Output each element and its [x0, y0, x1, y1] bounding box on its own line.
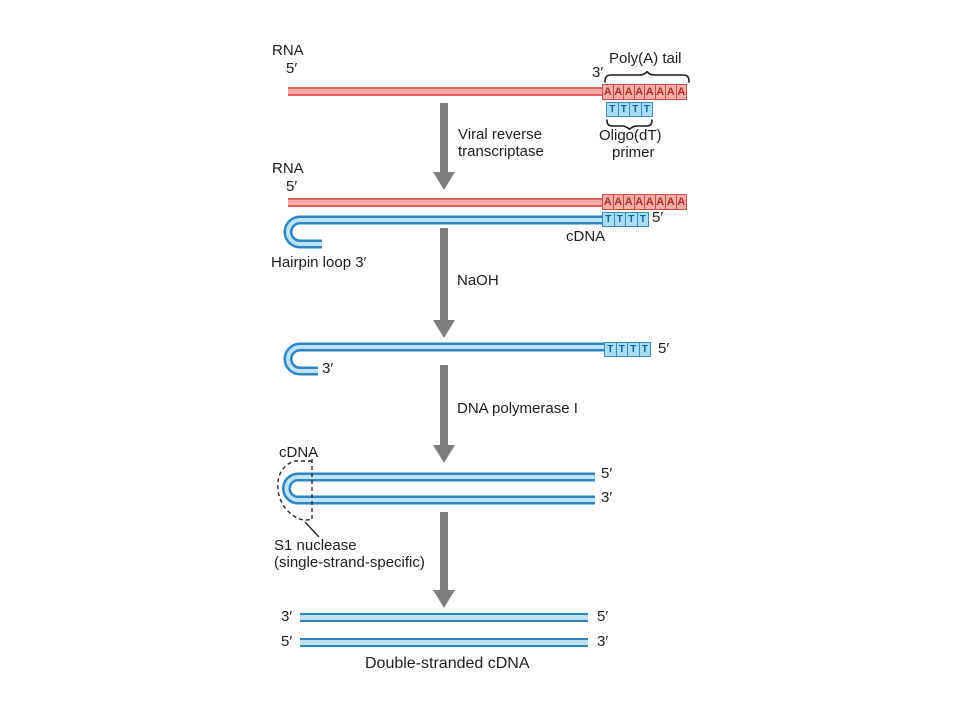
a-base-box: A	[675, 84, 687, 100]
naoh-label: NaOH	[457, 272, 499, 289]
cdna-3prime-3: 3′	[322, 360, 334, 377]
polya-tail-label: Poly(A) tail	[609, 50, 682, 67]
arrow-s1-nuclease	[433, 512, 455, 608]
ds-cdna-top-strand	[300, 613, 588, 622]
ds-top-3prime: 3′	[281, 608, 293, 625]
oligo-brace	[606, 119, 653, 131]
s1-nuclease-label: S1 nuclease (single-strand-specific)	[274, 537, 425, 571]
arrow-dna-polymerase	[433, 365, 455, 463]
arrow-shaft	[440, 512, 448, 590]
rna-strand-2	[288, 198, 602, 207]
rna-5prime-2: 5′	[286, 178, 298, 195]
polya-3prime: 3′	[592, 64, 604, 81]
cdna-hairpin-strand-2	[283, 215, 602, 249]
rt-label-line2: transcriptase	[458, 143, 544, 160]
cdna-5prime-3: 5′	[658, 340, 670, 357]
arrow-shaft	[440, 228, 448, 320]
arrow-reverse-transcriptase	[433, 103, 455, 190]
rna-label-2: RNA	[272, 160, 304, 177]
s1-label-line1: S1 nuclease	[274, 537, 357, 554]
arrow-head-icon	[433, 320, 455, 338]
a-base-box: A	[675, 194, 687, 210]
t-base-box: T	[636, 212, 649, 227]
oligo-dt-label-2: primer	[612, 144, 655, 161]
rt-label-line1: Viral reverse	[458, 126, 542, 143]
s1-nuclease-outline	[277, 459, 320, 538]
strand-5prime-4: 5′	[601, 465, 613, 482]
cdna-hairpin-strand-3	[283, 342, 604, 376]
hairpin-loop-label: Hairpin loop 3′	[271, 254, 367, 271]
cdna-double-hairpin-strand	[282, 472, 595, 505]
reverse-transcriptase-label: Viral reverse transcriptase	[458, 126, 544, 160]
rna-label-1: RNA	[272, 42, 304, 59]
polya-brace	[604, 70, 690, 83]
dna-polymerase-label: DNA polymerase I	[457, 400, 578, 417]
rna-5prime-1: 5′	[286, 60, 298, 77]
cdna-5prime-2: 5′	[652, 209, 664, 226]
t-base-box: T	[638, 342, 651, 357]
strand-3prime-4: 3′	[601, 489, 613, 506]
oligo-dt-label-1: Oligo(dT)	[599, 127, 662, 144]
double-stranded-cdna-caption: Double-stranded cDNA	[365, 655, 530, 672]
t-base-box: T	[640, 102, 653, 117]
ds-top-5prime: 5′	[597, 608, 609, 625]
arrow-shaft	[440, 103, 448, 172]
arrow-head-icon	[433, 590, 455, 608]
arrow-naoh	[433, 228, 455, 338]
ds-cdna-bottom-strand	[300, 638, 588, 647]
arrow-head-icon	[433, 172, 455, 190]
arrow-head-icon	[433, 445, 455, 463]
s1-label-line2: (single-strand-specific)	[274, 554, 425, 571]
ds-bottom-5prime: 5′	[281, 633, 293, 650]
t-base-box: T	[604, 342, 617, 357]
ds-bottom-3prime: 3′	[597, 633, 609, 650]
arrow-shaft	[440, 365, 448, 445]
rna-strand-1	[288, 87, 602, 96]
cdna-label-4: cDNA	[279, 444, 319, 461]
cdna-label-2: cDNA	[566, 228, 606, 245]
